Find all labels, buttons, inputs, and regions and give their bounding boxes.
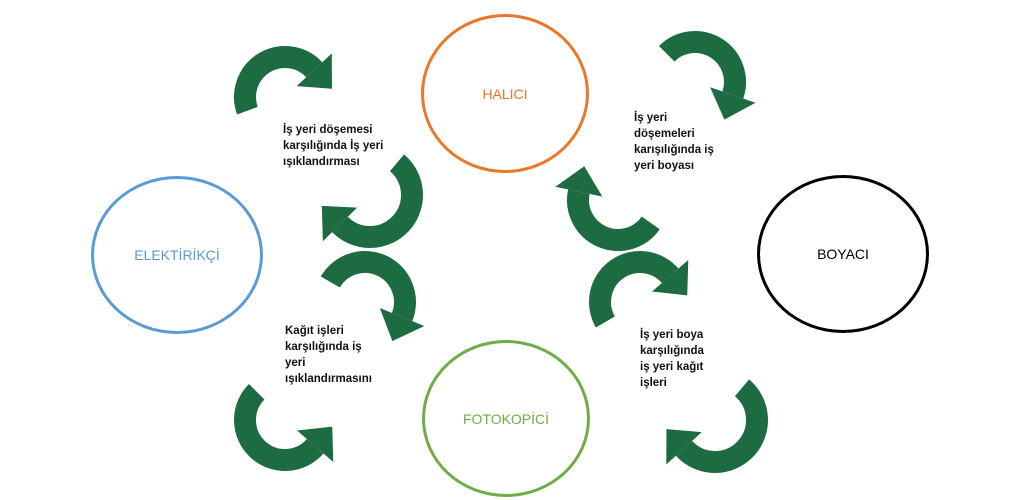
arrow-8-head-icon (666, 429, 702, 465)
arrow-1-body (234, 46, 323, 115)
elektirikci-node: ELEKTİRİKÇİ (91, 176, 263, 334)
fotokopici-node: FOTOKOPİCİ (422, 340, 590, 497)
arrow-7-body (589, 251, 679, 328)
arrow-4-body (234, 383, 324, 471)
exchange-fotokopici-elektirikci: Kağıt işleri karşılığında iş yeri ışıkla… (285, 325, 372, 385)
arrow-2-head-icon (321, 205, 358, 242)
fotokopici-label: FOTOKOPİCİ (462, 410, 550, 427)
arrow-5-head-icon (710, 87, 756, 120)
arrow-7-head-icon (652, 259, 689, 296)
arrow-4-head-icon (297, 426, 334, 463)
halici-node: HALICI (421, 14, 589, 173)
boyaci-node: BOYACI (757, 175, 929, 333)
arrow-6-body (567, 189, 660, 251)
halici-label: HALICI (482, 85, 528, 102)
arrow-2-body (332, 154, 423, 248)
arrow-3-head-icon (379, 307, 425, 342)
arrow-1-head-icon (296, 53, 332, 89)
arrow-8-body (675, 379, 768, 473)
exchange-halici-elektirikci: İş yeri döşemesi karşılığında İş yeri ış… (283, 124, 384, 168)
exchange-boyaci-fotokopici: İş yeri boya karşılığında iş yeri kağıt … (640, 329, 704, 389)
exchange-halici-boyaci: İş yeri döşemeleri karışılığında iş yeri… (634, 112, 714, 172)
arrow-3-body (320, 251, 416, 322)
elektirikci-label: ELEKTİRİKÇİ (134, 247, 220, 263)
arrow-6-head-icon (555, 166, 603, 197)
arrow-5-body (658, 31, 746, 99)
boyaci-label: BOYACI (817, 246, 869, 262)
